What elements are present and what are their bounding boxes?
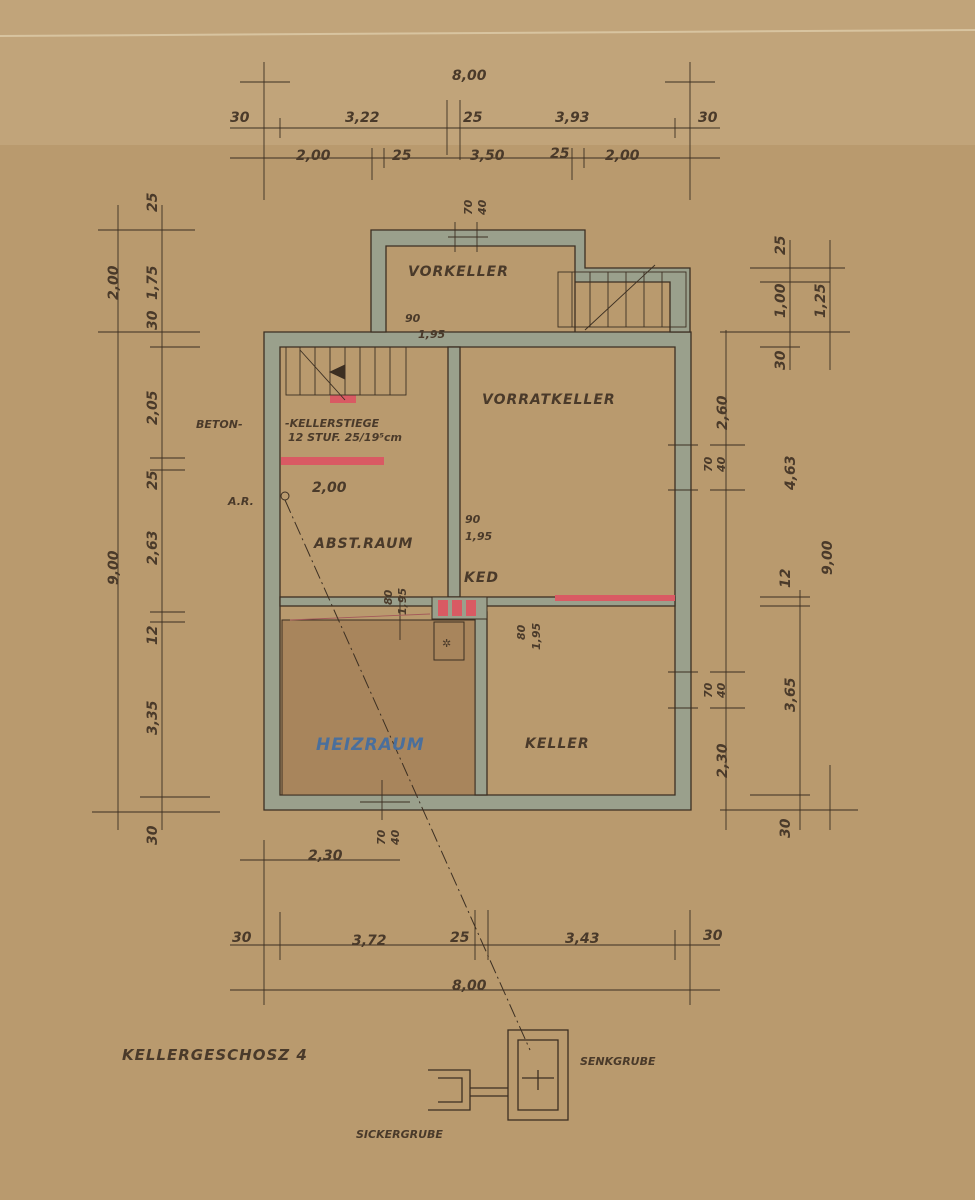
- dim-bottom-230: 2,30: [308, 848, 343, 864]
- opening-40-bottom: 40: [389, 829, 402, 846]
- drain-line: [284, 499, 531, 1051]
- room-label-vorkeller: VORKELLER: [408, 264, 509, 280]
- dim-left-175: 1,75: [145, 265, 161, 300]
- dim-left-25: 25: [145, 192, 161, 212]
- opening-40-right-upper: 40: [715, 456, 728, 473]
- opening-90-upper: 90: [405, 312, 421, 325]
- room-label-abst-raum: ABST.RAUM: [313, 536, 413, 552]
- ash-symbol: ✲: [442, 637, 451, 650]
- dim-right-463: 4,63: [783, 455, 799, 491]
- chimney-flue-3: [466, 600, 476, 616]
- dim-right-125: 1,25: [813, 283, 829, 318]
- dimension-lines: [92, 62, 858, 1005]
- dim-left-25b: 25: [145, 470, 161, 490]
- opening-70-bottom: 70: [375, 829, 388, 845]
- dim-right-365: 3,65: [783, 677, 799, 712]
- dim-bottom-372: 3,72: [352, 933, 387, 949]
- label-sickergrube: SICKERGRUBE: [356, 1128, 443, 1141]
- opening-195-upper: 1,95: [418, 328, 445, 341]
- opening-195-left: 1,95: [396, 588, 409, 615]
- opening-200: 2,00: [312, 480, 347, 496]
- dim-right-260: 2,60: [715, 395, 731, 430]
- red-lintel: [281, 457, 384, 465]
- dim-left-12: 12: [145, 626, 161, 645]
- dim-bottom-25: 25: [450, 930, 470, 946]
- dim-top-30-left: 30: [230, 110, 250, 126]
- central-wall-lower: [474, 611, 488, 796]
- room-label-ked: KED: [464, 570, 499, 586]
- dim-left-total: 9,00: [106, 550, 122, 585]
- drain-origin: [280, 491, 290, 501]
- main-outer-wall: [263, 331, 692, 811]
- dim-right-30: 30: [773, 350, 789, 370]
- dim-left-30: 30: [145, 310, 161, 330]
- paper-fold-band: [0, 0, 975, 145]
- dim-right-230: 2,30: [715, 743, 731, 778]
- opening-195-right: 1,95: [530, 623, 543, 650]
- senkgrube: [507, 1029, 569, 1121]
- dim-right-25: 25: [773, 235, 789, 255]
- room-label-vorratkeller: VORRATKELLER: [482, 392, 616, 408]
- chimney-flue-2: [452, 600, 462, 616]
- opening-marks: [289, 222, 698, 820]
- room-label-keller: KELLER: [525, 736, 590, 752]
- opening-40-right-lower: 40: [715, 682, 728, 699]
- central-wall-upper: [447, 346, 461, 598]
- dim-left-205: 2,05: [145, 390, 161, 425]
- kellerstiege-stairs: [285, 346, 407, 401]
- dim-bottom-30-right: 30: [703, 928, 723, 944]
- dim-left-335: 3,35: [145, 700, 161, 735]
- opening-80-right: 80: [515, 624, 528, 640]
- dim-top-30-right: 30: [698, 110, 718, 126]
- dim-top-200-right: 2,00: [605, 148, 640, 164]
- dim-top-25: 25: [463, 110, 483, 126]
- drawing-title: KELLERGESCHOSZ 4: [122, 1046, 308, 1064]
- dim-bottom-total: 8,00: [452, 978, 487, 994]
- opening-80-left: 80: [382, 589, 395, 605]
- dim-right-100: 1,00: [773, 283, 789, 318]
- dim-top-200-left: 2,00: [296, 148, 331, 164]
- dim-top-25a: 25: [392, 148, 412, 164]
- opening-70-right-lower: 70: [702, 682, 715, 698]
- ash-door: [433, 621, 465, 661]
- label-kellerstiege: -KELLERSTIEGE: [285, 417, 380, 430]
- label-senkgrube: SENKGRUBE: [580, 1055, 656, 1068]
- dim-top-393: 3,93: [555, 110, 590, 126]
- dim-top-322: 3,22: [345, 110, 380, 126]
- chimney-flue-1: [438, 600, 448, 616]
- dim-left-200: 2,00: [106, 265, 122, 300]
- dim-left-30b: 30: [145, 825, 161, 845]
- dim-top-25b: 25: [550, 146, 570, 162]
- red-wall-mark: [555, 595, 675, 601]
- dim-bottom-343: 3,43: [565, 931, 600, 947]
- opening-40-top: 40: [476, 199, 489, 216]
- opening-70-top: 70: [462, 199, 475, 215]
- dim-right-30b: 30: [778, 818, 794, 838]
- dim-right-12: 12: [778, 569, 794, 588]
- opening-90-middle: 90: [465, 513, 481, 526]
- red-mark-stair: [330, 395, 356, 403]
- dim-top-total: 8,00: [452, 68, 487, 84]
- heizraum-area: [281, 619, 476, 796]
- label-beton: BETON-: [196, 418, 243, 431]
- room-label-heizraum: HEIZRAUM: [316, 735, 425, 755]
- sickergrube: [428, 1069, 508, 1111]
- opening-70-right-upper: 70: [702, 456, 715, 472]
- label-stufen: 12 STUF. 25/19⁵cm: [288, 431, 402, 444]
- vorkeller-stairs: [557, 264, 687, 331]
- dim-left-263: 2,63: [145, 530, 161, 565]
- dim-top-350: 3,50: [470, 148, 505, 164]
- label-ar: A.R.: [227, 495, 254, 508]
- dim-right-total: 9,00: [820, 540, 836, 575]
- paper-crease: [0, 29, 975, 37]
- dim-bottom-30-left: 30: [232, 930, 252, 946]
- opening-195-middle: 1,95: [465, 530, 492, 543]
